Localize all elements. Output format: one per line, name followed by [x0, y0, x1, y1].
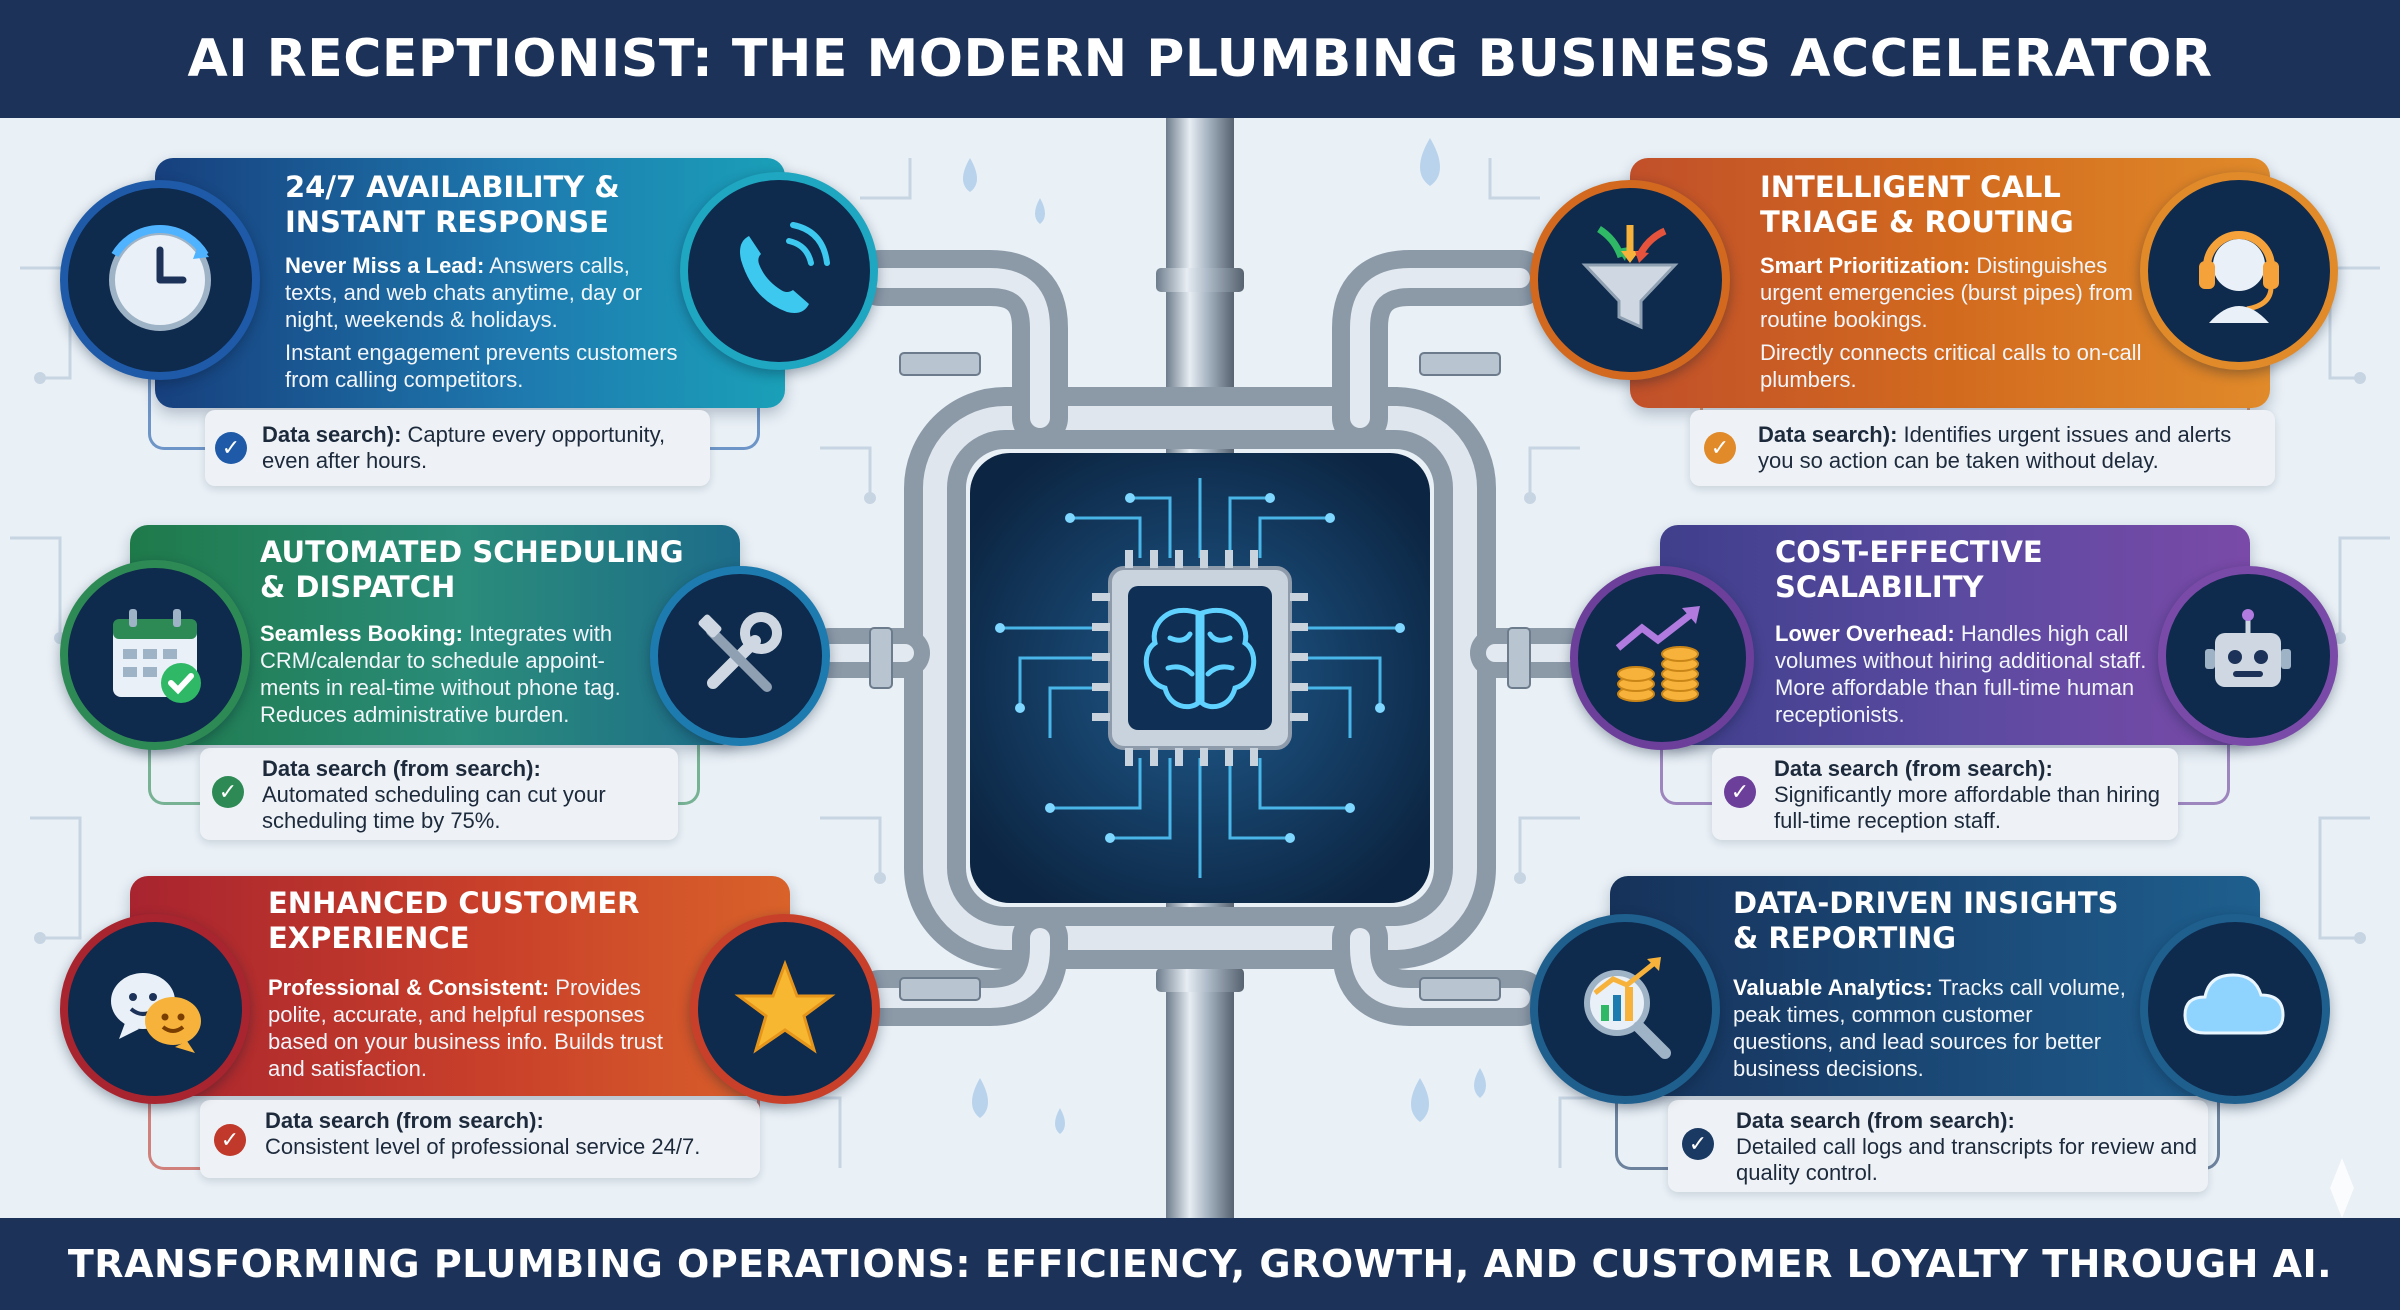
check-icon: ✓ [1724, 776, 1756, 808]
card-connector [1615, 1090, 1705, 1170]
footer-tagline: TRANSFORMING PLUMBING OPERATIONS: EFFICI… [67, 1242, 2333, 1286]
card-connector [2150, 720, 2230, 805]
check-icon: ✓ [212, 776, 244, 808]
card-connector [1660, 720, 1750, 805]
sparkle-icon [2312, 1158, 2372, 1218]
water-droplets [963, 138, 1486, 1134]
ai-brain-chip-icon [1092, 550, 1308, 766]
tools-icon [650, 566, 830, 746]
data-note: ✓ Data search (from search):Significantl… [1712, 748, 2178, 840]
funnel-icon [1530, 180, 1730, 380]
card-description: Smart Prioritization: Distinguishes urge… [1760, 253, 2142, 392]
check-icon: ✓ [1682, 1128, 1714, 1160]
footer-banner: TRANSFORMING PLUMBING OPERATIONS: EFFICI… [0, 1218, 2400, 1310]
cloud-icon [2140, 914, 2330, 1104]
page-title: AI RECEPTIONIST: THE MODERN PLUMBING BUS… [187, 29, 2213, 89]
check-icon: ✓ [1704, 432, 1736, 464]
robot-icon [2158, 566, 2338, 746]
card-title: AUTOMATED SCHEDULING& DISPATCH [260, 535, 684, 604]
card-description: Lower Overhead: Handles high call volume… [1775, 621, 2147, 727]
card-description: Seamless Booking: Integrates with CRM/ca… [260, 621, 621, 727]
card-title: 24/7 AVAILABILITY &INSTANT RESPONSE [285, 170, 620, 239]
phone-icon [680, 172, 878, 370]
card-description: Valuable Analytics: Tracks call volume, … [1733, 975, 2126, 1081]
analytics-icon [1530, 914, 1720, 1104]
star-icon [690, 914, 880, 1104]
data-note: ✓ Data search (from search):Detailed cal… [1668, 1100, 2208, 1192]
check-icon: ✓ [214, 1124, 246, 1156]
calendar-icon [60, 560, 250, 750]
headset-icon [2140, 172, 2338, 370]
header-banner: AI RECEPTIONIST: THE MODERN PLUMBING BUS… [0, 0, 2400, 118]
card-description: Professional & Consistent: Provides poli… [268, 975, 664, 1081]
clock-icon [60, 180, 260, 380]
card-description: Never Miss a Lead: Answers calls, texts,… [285, 253, 678, 392]
card-connector [148, 1090, 238, 1170]
card-connector [148, 720, 238, 805]
chat-faces-icon [60, 914, 250, 1104]
pipe-hub [805, 118, 1595, 1218]
card-connector [148, 360, 238, 450]
check-icon: ✓ [215, 432, 247, 464]
data-note: ✓ Data search): Identifies urgent issues… [1690, 410, 2275, 486]
card-header [1660, 525, 2250, 745]
data-note: ✓ Data search (from search):Consistent l… [200, 1100, 760, 1178]
coins-growth-icon [1570, 566, 1754, 750]
card-title: DATA-DRIVEN INSIGHTS& REPORTING [1733, 886, 2119, 955]
data-note: ✓ Data search (from search):Automated sc… [200, 748, 678, 840]
data-note: ✓ Data search): Capture every opportunit… [205, 410, 710, 486]
